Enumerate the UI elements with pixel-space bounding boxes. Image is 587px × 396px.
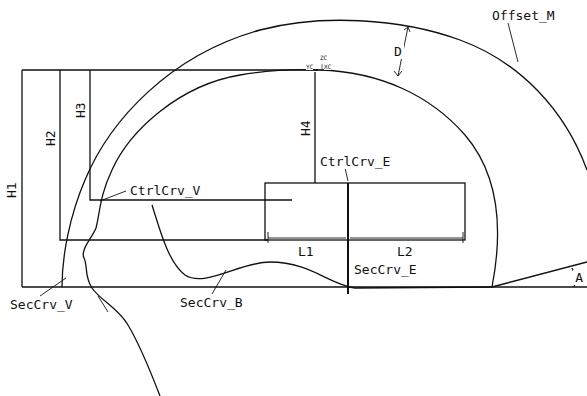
dimension-l xyxy=(268,232,463,243)
curve-name: SecCrv_V xyxy=(8,297,75,312)
control-rectangle xyxy=(265,183,465,240)
leader-lines xyxy=(40,23,518,312)
curve-name: Offset_M xyxy=(490,8,557,23)
dimension-h4 xyxy=(314,72,315,183)
dimension-label: D xyxy=(392,44,404,59)
axis-label: ZC xyxy=(320,55,327,61)
baseline xyxy=(22,286,587,287)
curve-name: CtrlCrv_E xyxy=(318,154,392,169)
offset-curve xyxy=(62,20,587,287)
dimension-lines xyxy=(22,70,318,287)
dimension-label: H3 xyxy=(73,100,88,120)
section-line-e xyxy=(347,183,349,294)
axis-label: XC xyxy=(324,64,331,70)
dimension-label: H4 xyxy=(298,118,313,138)
dimension-label: L2 xyxy=(395,244,415,259)
dimension-label: H2 xyxy=(43,128,58,148)
neck-line xyxy=(492,262,587,287)
axis-label: YC xyxy=(306,64,313,70)
head-profile xyxy=(83,70,497,396)
lower-edge-curve xyxy=(152,205,492,288)
dimension-label: H1 xyxy=(4,180,19,200)
curve-name: SecCrv_B xyxy=(178,295,245,310)
curve-name: CtrlCrv_V xyxy=(128,183,202,198)
dimension-label: L1 xyxy=(296,244,316,259)
curve-name: SecCrv_E xyxy=(352,262,419,277)
angle-label: A xyxy=(573,270,585,285)
